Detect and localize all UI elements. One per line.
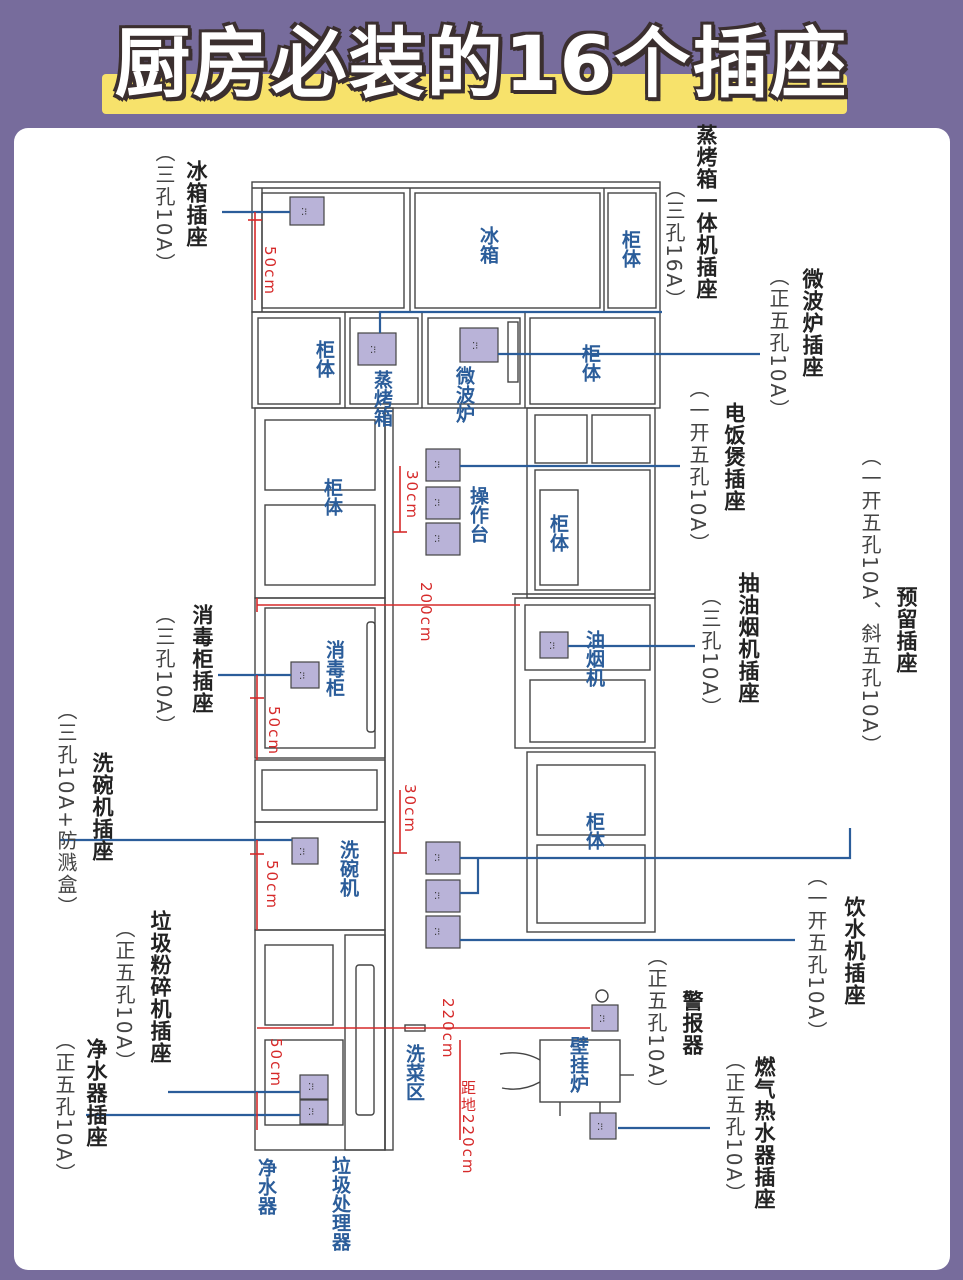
water-dispenser-socket-icon bbox=[425, 915, 461, 949]
dim-counter: 30cm bbox=[403, 470, 421, 520]
svg-text:⁚⁝: ⁚⁝ bbox=[434, 891, 440, 902]
cabinet-label-5: 柜体 bbox=[547, 514, 569, 552]
water-dispenser-socket-label: 饮水机插座 bbox=[842, 896, 866, 1006]
steam-oven-cabinet-label: 蒸烤箱 bbox=[371, 370, 393, 427]
svg-text:⁚⁝: ⁚⁝ bbox=[434, 927, 440, 938]
svg-text:⁚⁝: ⁚⁝ bbox=[434, 460, 440, 471]
dim-30b: 30cm bbox=[401, 784, 419, 834]
title-highlight bbox=[102, 74, 847, 114]
socket-icons bbox=[289, 196, 619, 1140]
disposer-socket-spec: （正五孔10A） bbox=[112, 918, 136, 1074]
cabinet-label-3: 柜体 bbox=[579, 344, 601, 382]
purifier-socket-spec: （正五孔10A） bbox=[52, 1030, 76, 1186]
dishwasher-cabinet-label: 洗碗机 bbox=[337, 840, 359, 897]
steam-oven-socket-icon bbox=[357, 332, 397, 366]
steam-oven-socket-label: 蒸烤箱一体机插座 bbox=[694, 124, 718, 300]
alarm-socket-icon bbox=[591, 1004, 619, 1032]
dim-dishwasher: 50cm bbox=[263, 860, 281, 910]
sink-label: 洗菜区 bbox=[403, 1044, 425, 1101]
dimension-lines bbox=[248, 212, 590, 1140]
svg-text:⁚⁝: ⁚⁝ bbox=[434, 534, 440, 545]
page-title: 厨房必装的16个插座 bbox=[114, 19, 849, 108]
dishwasher-socket-label: 洗碗机插座 bbox=[90, 752, 114, 862]
socket-faces: ⁚⁝ ⁚⁝ ⁚⁝ ⁚⁝ ⁚⁝ ⁚⁝ ⁚⁝ ⁚⁝ ⁚⁝ ⁚⁝ ⁚⁝ ⁚⁝ ⁚⁝ ⁚⁝ ⁚⁝ ⁚… bbox=[299, 207, 605, 1133]
gas-heater-socket-icon bbox=[589, 1112, 617, 1140]
dim-200: 200cm bbox=[417, 582, 435, 644]
microwave-cabinet-label: 微波炉 bbox=[453, 366, 475, 423]
rice-cooker-socket-1-icon bbox=[425, 448, 461, 482]
svg-text:⁚⁝: ⁚⁝ bbox=[301, 207, 307, 218]
rice-cooker-socket-spec: （一开五孔10A） bbox=[686, 378, 710, 556]
dishwasher-socket-icon bbox=[291, 837, 319, 865]
disposer-socket-icon bbox=[299, 1074, 329, 1100]
dim-220: 220cm bbox=[439, 998, 457, 1060]
sterilizer-socket-icon bbox=[290, 661, 320, 689]
dim-floor: 距地220cm bbox=[459, 1080, 477, 1176]
alarm-socket-spec: （正五孔10A） bbox=[644, 946, 668, 1102]
dim-fridge: 50cm bbox=[261, 246, 279, 296]
alarm-socket-label: 警报器 bbox=[680, 990, 704, 1056]
gas-heater-socket-label: 燃气热水器插座 bbox=[752, 1056, 776, 1210]
hood-socket-label: 抽油烟机插座 bbox=[736, 572, 760, 704]
microwave-socket-label: 微波炉插座 bbox=[800, 268, 824, 378]
sterilizer-socket-spec: （三孔10A） bbox=[152, 604, 176, 738]
cabinet-label-6: 柜体 bbox=[583, 812, 605, 850]
reserved-socket-spec: （一开五孔10A、斜五孔10A） bbox=[858, 446, 882, 757]
microwave-socket-spec: （正五孔10A） bbox=[766, 266, 790, 422]
cabinet-label-4: 柜体 bbox=[321, 478, 343, 516]
svg-text:⁚⁝: ⁚⁝ bbox=[549, 641, 555, 652]
svg-text:⁚⁝: ⁚⁝ bbox=[472, 341, 478, 352]
dim-50b: 50cm bbox=[267, 1038, 285, 1088]
svg-text:⁚⁝: ⁚⁝ bbox=[434, 498, 440, 509]
rice-cooker-socket-label: 电饭煲插座 bbox=[722, 402, 746, 512]
sterilizer-cabinet-label: 消毒柜 bbox=[323, 640, 345, 697]
fridge-socket-label: 冰箱插座 bbox=[184, 160, 208, 248]
cabinet-label-1: 柜体 bbox=[619, 230, 641, 268]
purifier-socket-icon bbox=[299, 1099, 329, 1125]
svg-text:⁚⁝: ⁚⁝ bbox=[308, 1107, 314, 1118]
svg-text:⁚⁝: ⁚⁝ bbox=[308, 1082, 314, 1093]
cabinet-label-2: 柜体 bbox=[313, 340, 335, 378]
water-dispenser-socket-spec: （一开五孔10A） bbox=[804, 866, 828, 1044]
gas-heater-socket-spec: （正五孔10A） bbox=[722, 1050, 746, 1206]
svg-text:⁚⁝: ⁚⁝ bbox=[299, 671, 305, 682]
disposer-device-label: 垃圾处理器 bbox=[329, 1156, 351, 1251]
reserved-socket-label: 预留插座 bbox=[894, 586, 918, 674]
wall-boiler-label: 壁挂炉 bbox=[567, 1036, 589, 1093]
fridge-socket-spec: （三孔10A） bbox=[152, 142, 176, 276]
svg-text:⁚⁝: ⁚⁝ bbox=[370, 345, 376, 356]
hood-socket-spec: （三孔10A） bbox=[698, 586, 722, 720]
rice-cooker-socket-2-icon bbox=[425, 486, 461, 520]
steam-oven-socket-spec: （三孔16A） bbox=[662, 178, 686, 312]
leader-lines bbox=[60, 210, 852, 1130]
counter-label: 操作台 bbox=[467, 486, 489, 543]
disposer-socket-label: 垃圾粉碎机插座 bbox=[148, 910, 172, 1064]
dishwasher-socket-spec: （三孔10A+防溅盒） bbox=[54, 700, 78, 918]
purifier-device-label: 净水器 bbox=[255, 1158, 277, 1215]
svg-text:⁚⁝: ⁚⁝ bbox=[434, 853, 440, 864]
reserved-socket-2-icon bbox=[425, 879, 461, 913]
microwave-socket-icon bbox=[459, 327, 499, 363]
reserved-socket-1-icon bbox=[425, 841, 461, 875]
fridge-cabinet-label: 冰箱 bbox=[477, 226, 499, 264]
hood-socket-icon bbox=[539, 631, 569, 659]
dim-sterilizer: 50cm bbox=[265, 706, 283, 756]
svg-text:⁚⁝: ⁚⁝ bbox=[299, 847, 305, 858]
hood-cabinet-label: 油烟机 bbox=[583, 630, 605, 687]
rice-cooker-socket-3-icon bbox=[425, 522, 461, 556]
sterilizer-socket-label: 消毒柜插座 bbox=[190, 604, 214, 714]
svg-text:⁚⁝: ⁚⁝ bbox=[597, 1122, 603, 1133]
svg-text:⁚⁝: ⁚⁝ bbox=[599, 1014, 605, 1025]
purifier-socket-label: 净水器插座 bbox=[84, 1038, 108, 1148]
